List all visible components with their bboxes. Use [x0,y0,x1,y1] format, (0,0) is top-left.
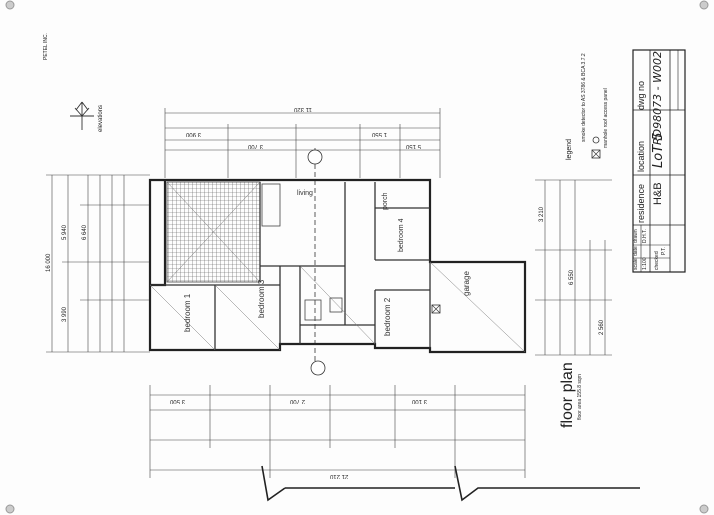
right-dim-b: 6 550 [569,269,575,285]
kitchen-bench [261,183,281,227]
title-block-residence-value: H&B [652,182,664,205]
room-label-bedroom1: bedroom 1 [183,293,192,332]
room-label-bedroom3: bedroom 3 [257,279,266,318]
bottom-dim-a: 3 500 [170,398,186,404]
room-label-bedroom2: bedroom 2 [383,297,392,336]
title-block-checked-label: checked [654,251,660,270]
bottom-dimension-chain [149,385,526,478]
wet-area-fixture [329,297,343,313]
top-dim-b: 1 550 [372,131,388,137]
title-block-dwg-value: RD98073 - W002 [651,51,664,145]
top-dim-c: 3 700 [248,143,264,149]
diagonal-reference-lines [149,181,526,353]
right-dimension-chain [535,179,612,356]
top-dim-total: 11 320 [294,106,312,112]
title-block-scale-label: scale [633,258,639,270]
top-dim-d: 5 150 [406,143,422,149]
top-dimension-chain [164,108,441,178]
room-label-garage: garage [462,271,471,296]
top-dim-a: 3 900 [186,131,202,137]
title-block-frame [632,49,686,273]
left-dim-b: 6 640 [82,224,88,240]
room-label-porch: porch [382,192,389,210]
binder-hole [699,0,709,10]
smoke-detector-symbol [592,136,600,144]
plan-title: floor plan [559,362,576,428]
legend-item-manhole: manhole roof access panel [603,88,609,148]
binder-hole [5,0,15,10]
left-dim-total: 16 000 [46,253,52,272]
legend-item-smoke: smoke detector to AS 3786 & BCA 3.7.2 [581,53,587,142]
side-note: PETEL INC. [43,32,49,60]
left-dim-c: 3 990 [62,306,68,322]
manhole-legend-symbol [591,149,601,159]
title-block-date-label: date [633,246,639,256]
scan-artifact [261,465,640,502]
title-block-residence-label: residence [636,183,646,223]
binder-hole [5,504,15,514]
legend-title: legend [566,138,573,160]
room-label-living: living [297,190,313,197]
left-dimension-chain [46,174,150,353]
manhole-symbol [431,304,441,314]
north-arrow [70,101,94,130]
bottom-dim-total: 21 210 [330,473,349,479]
orientation-label: elevations [98,104,104,132]
interior-walls [150,182,431,350]
title-block-scale-value: 1:100 [642,257,648,270]
right-dim-a: 3 210 [539,206,545,222]
title-block-drawn-label: drawn [633,229,639,243]
plan-subtitle: floor area 155.8 sqm [577,374,583,420]
title-block-location-label: location [636,140,646,172]
bottom-dim-b: 2 700 [290,398,306,404]
room-label-bedroom4: bedroom 4 [398,218,405,252]
title-block-checked-value: P.T. [661,247,667,255]
title-block-dwg-label: dwg no [636,80,646,110]
title-block-drawn-value: D.H.T. [642,229,648,243]
right-dim-c: 2 560 [599,319,605,335]
binder-hole [699,504,709,514]
left-dim-a: 5 940 [62,224,68,240]
section-marker [307,148,326,376]
bottom-dim-c: 3 100 [412,398,428,404]
wet-area-fixture [304,299,322,321]
